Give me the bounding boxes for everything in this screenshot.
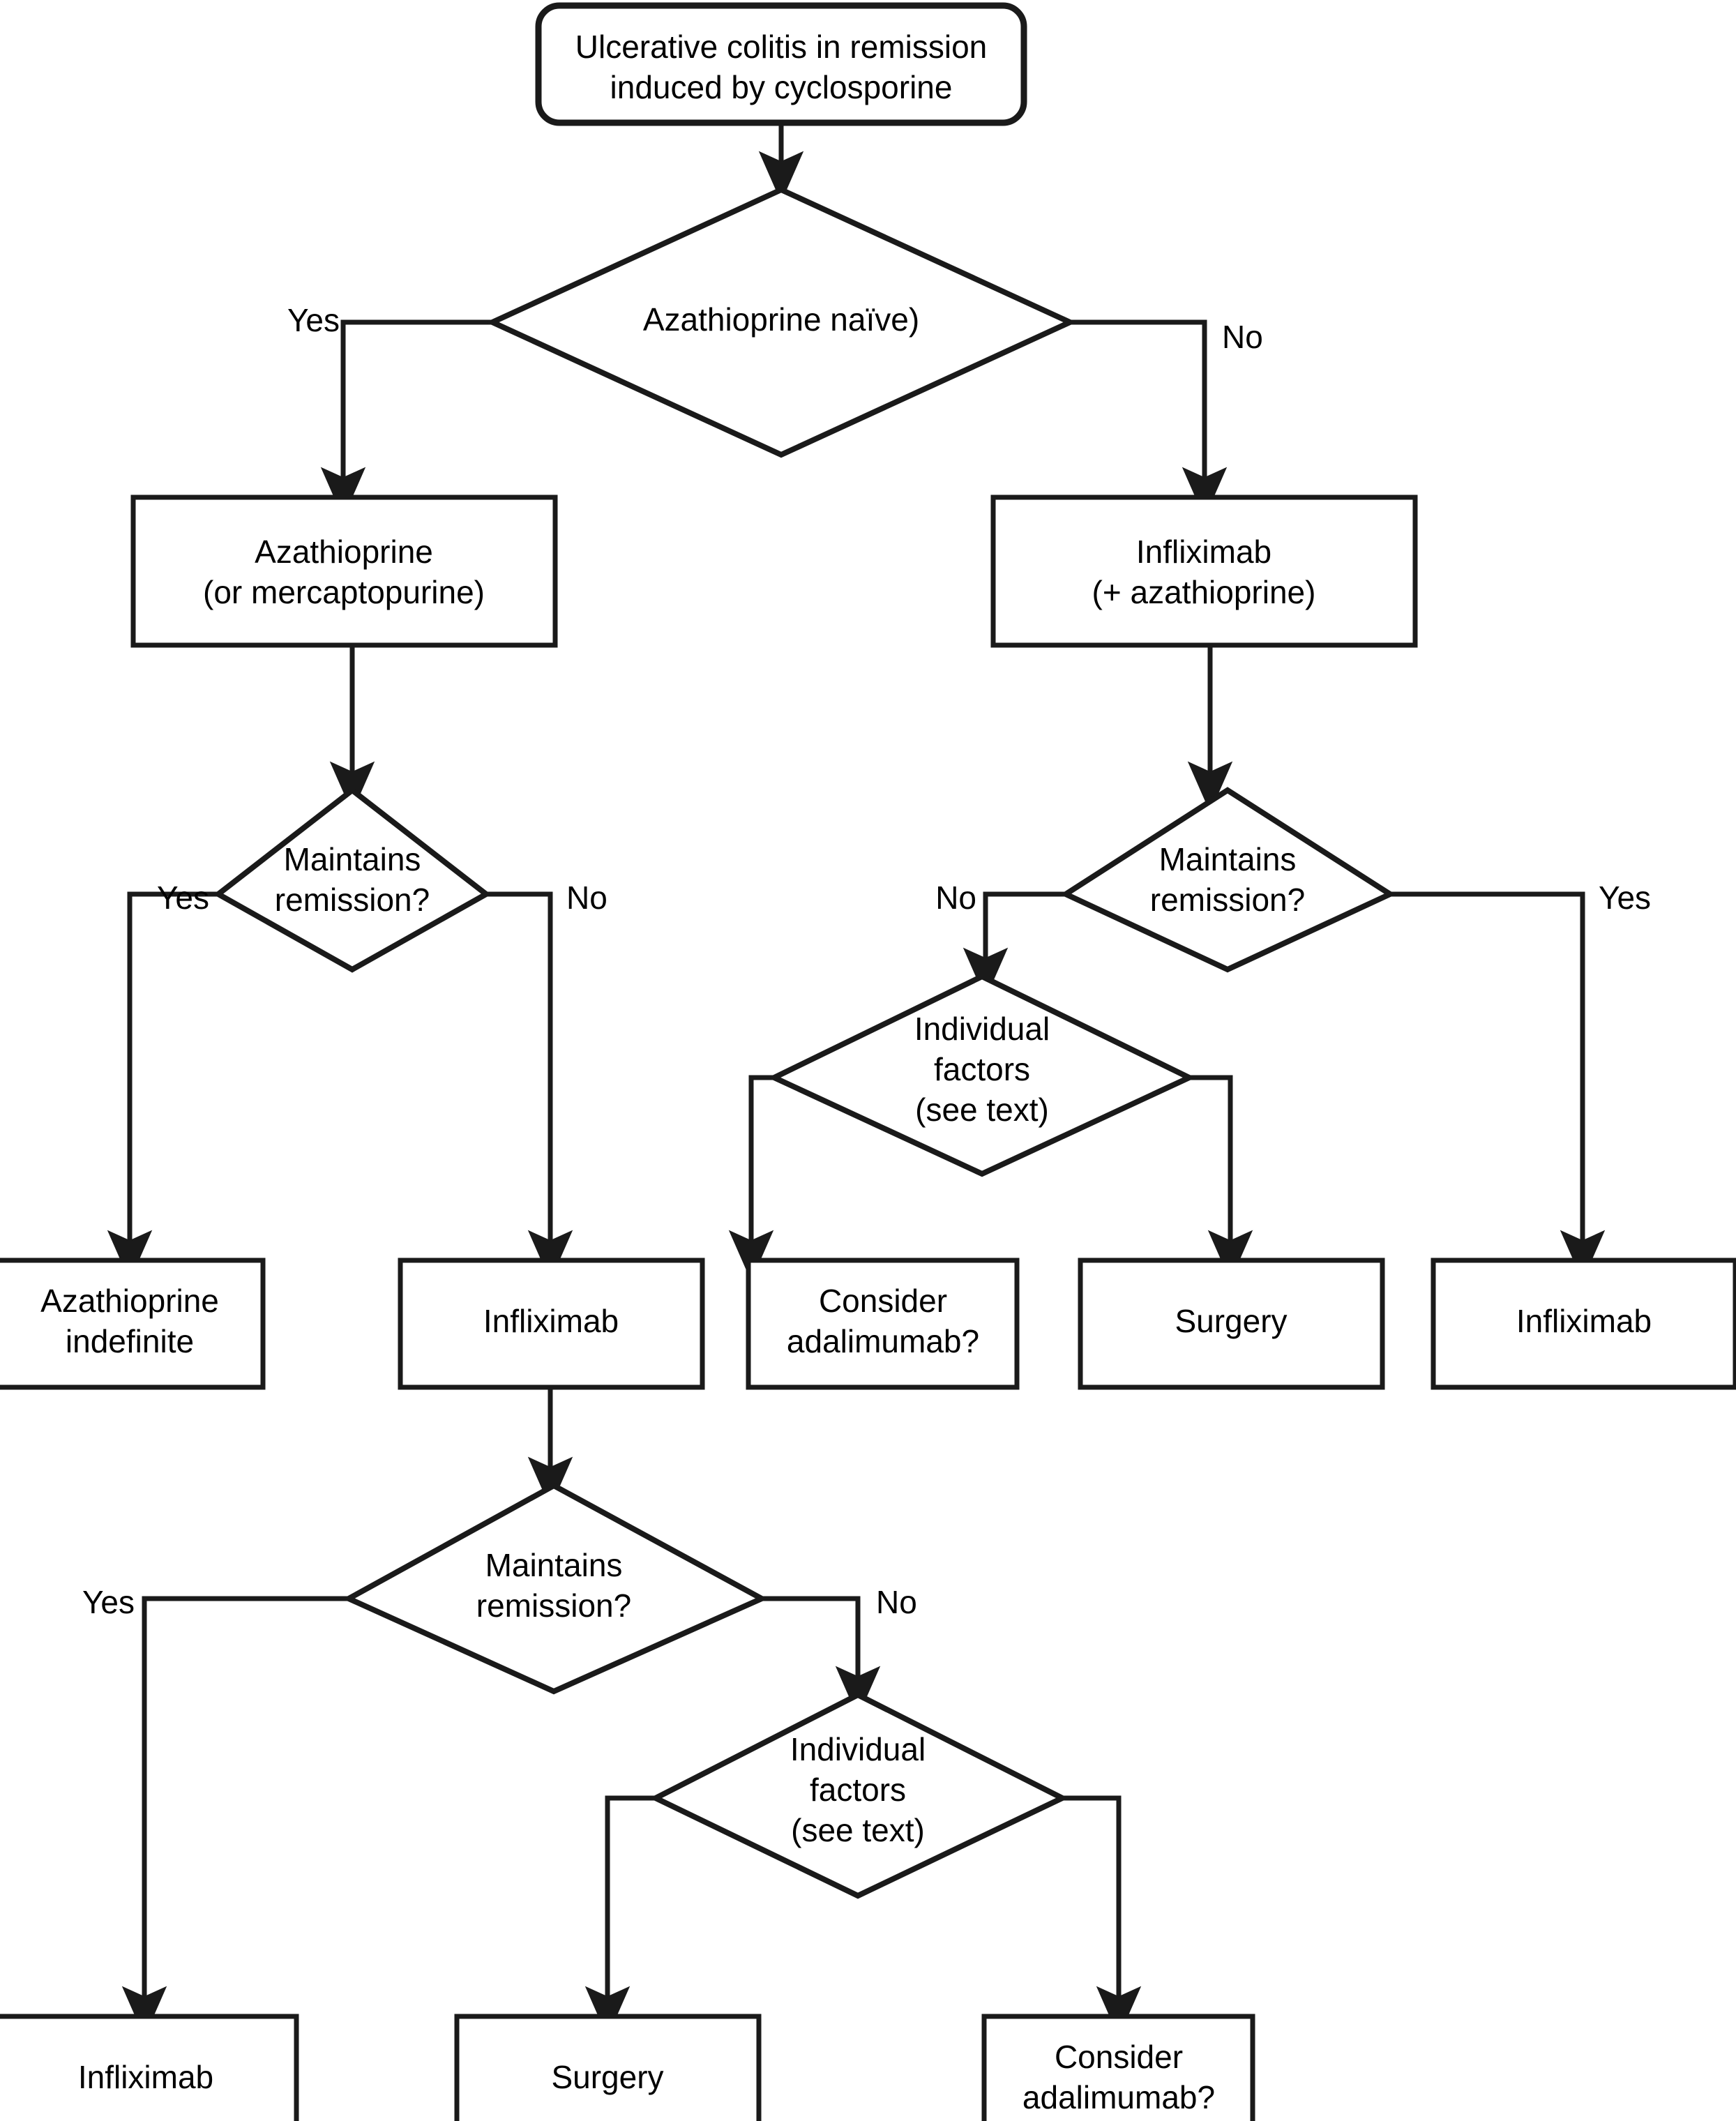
node-maintains-bottom-line2: remission? [476, 1587, 631, 1624]
connector-naive-yes [320, 319, 492, 519]
node-start[interactable]: Ulcerative colitis in remission induced … [535, 2, 1027, 126]
node-infliximab-mid-label: Infliximab [483, 1303, 619, 1339]
node-infliximab-aza-line1: Infliximab [1136, 534, 1271, 570]
connector-maintains-left-no [486, 891, 573, 1282]
node-surgery-mid-label: Surgery [1175, 1303, 1287, 1339]
node-individual-lower-line3: (see text) [791, 1812, 925, 1848]
node-azathioprine-indefinite[interactable]: Azathioprine indefinite [0, 1258, 266, 1390]
node-azathioprine[interactable]: Azathioprine (or mercaptopurine) [130, 495, 558, 648]
node-maintains-right-line2: remission? [1150, 882, 1305, 918]
connector-maintains-bottom-yes [121, 1596, 349, 2038]
node-maintains-left-line2: remission? [275, 882, 430, 918]
node-azathioprine-line2: (or mercaptopurine) [203, 574, 485, 610]
node-infliximab-right-label: Infliximab [1516, 1303, 1652, 1339]
node-consider-adalimumab-bottom-line2: adalimumab? [1022, 2079, 1215, 2115]
edge-label-maintains-left-yes: Yes [157, 880, 209, 916]
node-consider-adalimumab-mid[interactable]: Consider adalimumab? [746, 1258, 1020, 1390]
connector-individual-upper-right [1189, 1075, 1253, 1282]
connector-maintains-left-yes [107, 891, 218, 1282]
node-infliximab-aza-line2: (+ azathioprine) [1092, 574, 1316, 610]
node-consider-adalimumab-mid-line1: Consider [819, 1283, 947, 1319]
node-maintains-remission-left[interactable]: Maintains remission? [213, 786, 492, 973]
node-infliximab-right[interactable]: Infliximab [1431, 1258, 1736, 1390]
node-start-line1: Ulcerative colitis in remission [575, 29, 988, 65]
node-consider-adalimumab-bottom-line1: Consider [1055, 2039, 1183, 2075]
node-surgery-bottom-label: Surgery [551, 2059, 663, 2095]
connector-maintains-right-no [963, 891, 1066, 999]
edge-label-naive-yes: Yes [287, 302, 340, 338]
node-surgery-mid[interactable]: Surgery [1078, 1258, 1385, 1390]
edge-label-naive-no: No [1222, 319, 1263, 355]
node-individual-upper-line3: (see text) [915, 1092, 1049, 1128]
node-aza-indefinite-line1: Azathioprine [40, 1283, 219, 1319]
node-individual-factors-upper[interactable]: Individual factors (see text) [767, 973, 1196, 1177]
node-maintains-bottom-line1: Maintains [485, 1547, 623, 1583]
edge-label-maintains-left-no: No [566, 880, 607, 916]
node-consider-adalimumab-mid-line2: adalimumab? [787, 1323, 979, 1359]
node-maintains-left-line1: Maintains [284, 841, 421, 877]
node-azathioprine-naive-label: Azathioprine naïve) [643, 301, 919, 338]
node-infliximab-mid[interactable]: Infliximab [398, 1258, 705, 1390]
node-infliximab-plus-azathioprine[interactable]: Infliximab (+ azathioprine) [990, 495, 1418, 648]
node-infliximab-bottom[interactable]: Infliximab [0, 2014, 299, 2121]
node-azathioprine-naive-decision[interactable]: Azathioprine naïve) [485, 186, 1077, 458]
node-individual-upper-line2: factors [934, 1051, 1030, 1087]
node-maintains-right-line1: Maintains [1159, 841, 1297, 877]
node-consider-adalimumab-bottom[interactable]: Consider adalimumab? [981, 2014, 1255, 2121]
connector-maintains-bottom-no [762, 1596, 881, 1718]
node-surgery-bottom[interactable]: Surgery [454, 2014, 762, 2121]
connector-maintains-right-yes [1390, 891, 1606, 1282]
edge-label-maintains-bottom-no: No [876, 1584, 917, 1620]
node-individual-lower-line2: factors [810, 1772, 906, 1808]
node-infliximab-bottom-label: Infliximab [78, 2059, 213, 2095]
edge-label-maintains-right-no: No [935, 880, 976, 916]
node-maintains-remission-right[interactable]: Maintains remission? [1059, 787, 1396, 973]
connector-naive-no [1070, 319, 1228, 519]
connector-individual-lower-right [1062, 1795, 1142, 2038]
connector-individual-lower-left [584, 1795, 656, 2038]
node-maintains-remission-bottom[interactable]: Maintains remission? [342, 1482, 769, 1695]
node-start-line2: induced by cyclosporine [610, 69, 953, 105]
edge-label-maintains-right-yes: Yes [1599, 880, 1651, 916]
connector-individual-upper-left [728, 1075, 774, 1282]
node-individual-upper-line1: Individual [914, 1011, 1050, 1047]
edge-label-maintains-bottom-yes: Yes [82, 1584, 135, 1620]
node-azathioprine-line1: Azathioprine [255, 534, 433, 570]
node-aza-indefinite-line2: indefinite [66, 1323, 194, 1359]
node-individual-lower-line1: Individual [790, 1731, 926, 1767]
node-individual-factors-lower[interactable]: Individual factors (see text) [649, 1691, 1069, 1899]
